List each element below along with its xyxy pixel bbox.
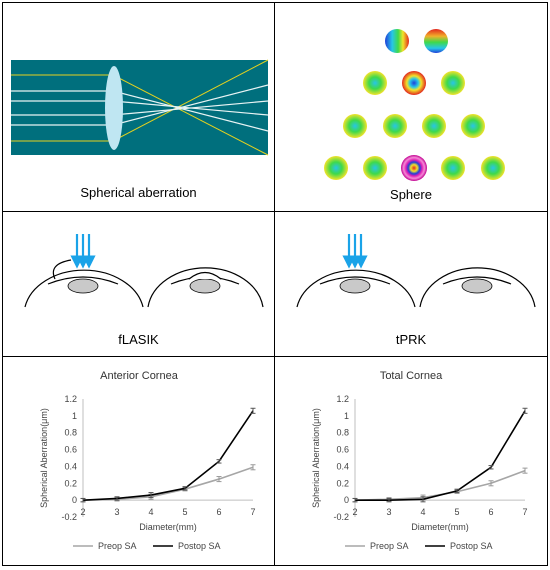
zernike-tilt-y (424, 29, 448, 53)
eye-2-outline (419, 267, 536, 308)
cornea-2 (442, 276, 512, 285)
lens-2 (461, 278, 493, 294)
x-tick-label: 3 (114, 507, 119, 517)
y-tick-label: 0.6 (64, 445, 77, 455)
ray-4-refracted (112, 84, 269, 126)
caption-flasik: fLASIK (118, 332, 159, 347)
zernike-trefoil-1 (343, 114, 367, 138)
x-axis-label: Diameter(mm) (139, 522, 197, 532)
panel-tprk: tPRK (274, 211, 548, 357)
legend-label-postop: Postop SA (450, 541, 493, 551)
y-tick-label: 0.6 (336, 445, 349, 455)
y-tick-label: 0.2 (336, 478, 349, 488)
series-line-preop (82, 466, 254, 501)
legend-label-preop: Preop SA (98, 541, 137, 551)
panel-anterior-cornea-chart: Anterior Cornea -0.2 0 0.2 0.4 0.6 0.8 1 1.2 2 3 4 5… (2, 356, 275, 566)
series-line-postop (82, 410, 254, 501)
panel-flasik: fLASIK (2, 211, 275, 357)
zernike-coma-2 (422, 114, 446, 138)
y-tick-label: 0.4 (336, 461, 349, 471)
total-cornea-chart: Total Cornea -0.2 0 0.2 0.4 0.6 0.8 1 1.2 2 3 4 5 6 7D… (311, 370, 528, 551)
zernike-coma-1 (383, 114, 407, 138)
caption-tprk: tPRK (395, 332, 427, 347)
flap-lifted (52, 259, 72, 280)
zernike-quadrafoil-2 (481, 156, 505, 180)
tprk-diagram (296, 234, 536, 308)
y-axis-label: Spherical Aberration(μm) (39, 408, 49, 508)
spherical-aberration-diagram (11, 59, 269, 156)
ray-1-refracted (112, 90, 269, 132)
lens-1 (339, 278, 371, 294)
zernike-sec-astig-2 (441, 156, 465, 180)
x-tick-label: 6 (216, 507, 221, 517)
lens-1 (67, 278, 99, 294)
x-tick-label: 3 (386, 507, 391, 517)
zernike-tilt-x (385, 29, 409, 53)
cornea-1 (47, 276, 119, 285)
x-tick-label: 6 (488, 507, 493, 517)
zernike-sec-astig-1 (363, 156, 387, 180)
ray-3-refracted (112, 100, 269, 116)
y-tick-label: 1.2 (336, 394, 349, 404)
x-tick-label: 7 (522, 507, 527, 517)
zernike-spherical (401, 155, 427, 181)
y-tick-label: 0.4 (64, 461, 77, 471)
x-tick-label: 2 (80, 507, 85, 517)
x-tick-label: 5 (454, 507, 459, 517)
x-axis-label: Diameter(mm) (411, 522, 469, 532)
x-tick-label: 2 (352, 507, 357, 517)
zernike-quadrafoil-1 (324, 156, 348, 180)
y-tick-label: 1 (72, 411, 77, 421)
y-tick-label: 0 (344, 495, 349, 505)
zernike-defocus (402, 71, 426, 95)
y-tick-label: 0.8 (336, 428, 349, 438)
y-tick-label: -0.2 (333, 512, 349, 522)
caption-spherical-aberration: Spherical aberration (80, 185, 197, 200)
eye-1-outline (24, 269, 144, 308)
chart-title: Total Cornea (380, 370, 443, 382)
eye-2-outline (147, 267, 264, 308)
panel-spherical-aberration: Spherical aberration (2, 2, 275, 212)
zernike-trefoil-2 (461, 114, 485, 138)
lens (105, 66, 123, 150)
y-tick-label: 0 (72, 495, 77, 505)
zernike-astig-2 (441, 71, 465, 95)
lens-2 (189, 278, 221, 294)
x-tick-label: 4 (148, 507, 153, 517)
x-tick-label: 7 (250, 507, 255, 517)
y-axis-label: Spherical Aberration(μm) (311, 408, 321, 508)
y-tick-label: 1 (344, 411, 349, 421)
y-tick-label: -0.2 (61, 512, 77, 522)
x-tick-label: 4 (420, 507, 425, 517)
anterior-cornea-chart: Anterior Cornea -0.2 0 0.2 0.4 0.6 0.8 1 1.2 2 3 4 5… (39, 370, 256, 551)
legend-label-postop: Postop SA (178, 541, 221, 551)
flap-replaced (188, 271, 222, 280)
marginal-ray-top-refracted (112, 74, 269, 156)
chart-title: Anterior Cornea (100, 370, 179, 382)
x-tick-label: 5 (182, 507, 187, 517)
cornea-1 (319, 276, 391, 285)
caption-sphere: Sphere (390, 187, 432, 202)
flasik-diagram (24, 234, 264, 308)
series-line-postop (355, 410, 526, 501)
marginal-ray-bottom-refracted (112, 59, 269, 142)
panel-sphere: Sphere (274, 2, 548, 212)
eye-1-outline (296, 269, 416, 308)
zernike-pyramid (324, 29, 505, 181)
y-tick-label: 0.2 (64, 478, 77, 488)
optical-bench (11, 60, 268, 155)
legend-label-preop: Preop SA (370, 541, 409, 551)
y-tick-label: 0.8 (64, 428, 77, 438)
zernike-astig-1 (363, 71, 387, 95)
y-tick-label: 1.2 (64, 394, 77, 404)
